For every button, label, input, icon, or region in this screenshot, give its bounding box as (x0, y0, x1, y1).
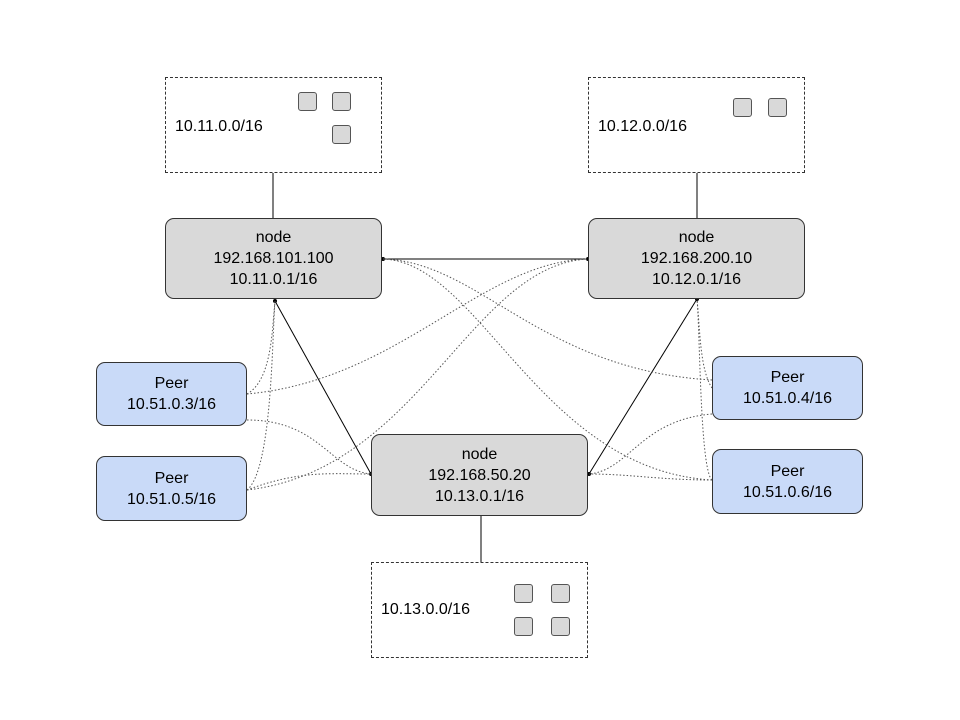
node-c: node 192.168.50.20 10.13.0.1/16 (371, 434, 588, 516)
pod-icon (332, 92, 351, 111)
peer-p4: Peer 10.51.0.4/16 (712, 356, 863, 420)
tunnel-a-c (274, 300, 372, 475)
peer-link-p6-c (588, 473, 713, 481)
subnet-box-b: 10.12.0.0/16 (588, 77, 805, 173)
node-public-ip: 192.168.50.20 (428, 466, 531, 484)
peer-ip: 10.51.0.5/16 (127, 490, 216, 508)
peer-link-p6-a (382, 258, 713, 481)
peer-title: Peer (770, 369, 805, 386)
node-tunnel-ip: 10.12.0.1/16 (652, 271, 741, 288)
node-tunnel-ip: 10.13.0.1/16 (435, 487, 524, 505)
pod-icon (514, 584, 533, 603)
peer-title: Peer (154, 375, 189, 392)
node-public-ip: 192.168.200.10 (640, 250, 753, 267)
subnet-box-c: 10.13.0.0/16 (371, 562, 588, 658)
peer-link-p4-c (588, 413, 713, 475)
peer-ip: 10.51.0.6/16 (743, 483, 832, 501)
pod-icon (332, 125, 351, 144)
pod-icon (551, 584, 570, 603)
peer-p6: Peer 10.51.0.6/16 (712, 449, 863, 514)
peer-link-p5-c (246, 473, 372, 491)
pod-icon (733, 98, 752, 117)
node-b: node 192.168.200.10 10.12.0.1/16 (588, 218, 805, 299)
peer-title: Peer (770, 462, 805, 480)
peer-ip: 10.51.0.4/16 (743, 390, 832, 407)
subnet-label: 10.12.0.0/16 (598, 118, 687, 135)
pod-icon (514, 617, 533, 636)
node-tunnel-ip: 10.11.0.1/16 (229, 271, 318, 288)
node-title: node (461, 445, 498, 463)
subnet-box-a: 10.11.0.0/16 (165, 77, 382, 173)
peer-link-p3-c (246, 419, 372, 475)
peer-title: Peer (154, 469, 189, 487)
tunnel-b-c (588, 298, 698, 475)
peer-link-p4-a (382, 258, 713, 381)
node-a: node 192.168.101.100 10.11.0.1/16 (165, 218, 382, 299)
node-title: node (678, 229, 715, 246)
pod-icon (298, 92, 317, 111)
node-public-ip: 192.168.101.100 (213, 250, 334, 267)
subnet-label: 10.11.0.0/16 (175, 118, 263, 135)
peer-link-p5-b (246, 258, 589, 491)
peer-p5: Peer 10.51.0.5/16 (96, 456, 247, 521)
peer-p3: Peer 10.51.0.3/16 (96, 362, 247, 426)
node-title: node (255, 229, 292, 246)
pod-icon (551, 617, 570, 636)
subnet-label: 10.13.0.0/16 (381, 601, 470, 618)
peer-link-p3-a (246, 300, 276, 395)
peer-ip: 10.51.0.3/16 (127, 396, 216, 413)
pod-icon (768, 98, 787, 117)
peer-link-p5-a (246, 300, 276, 491)
